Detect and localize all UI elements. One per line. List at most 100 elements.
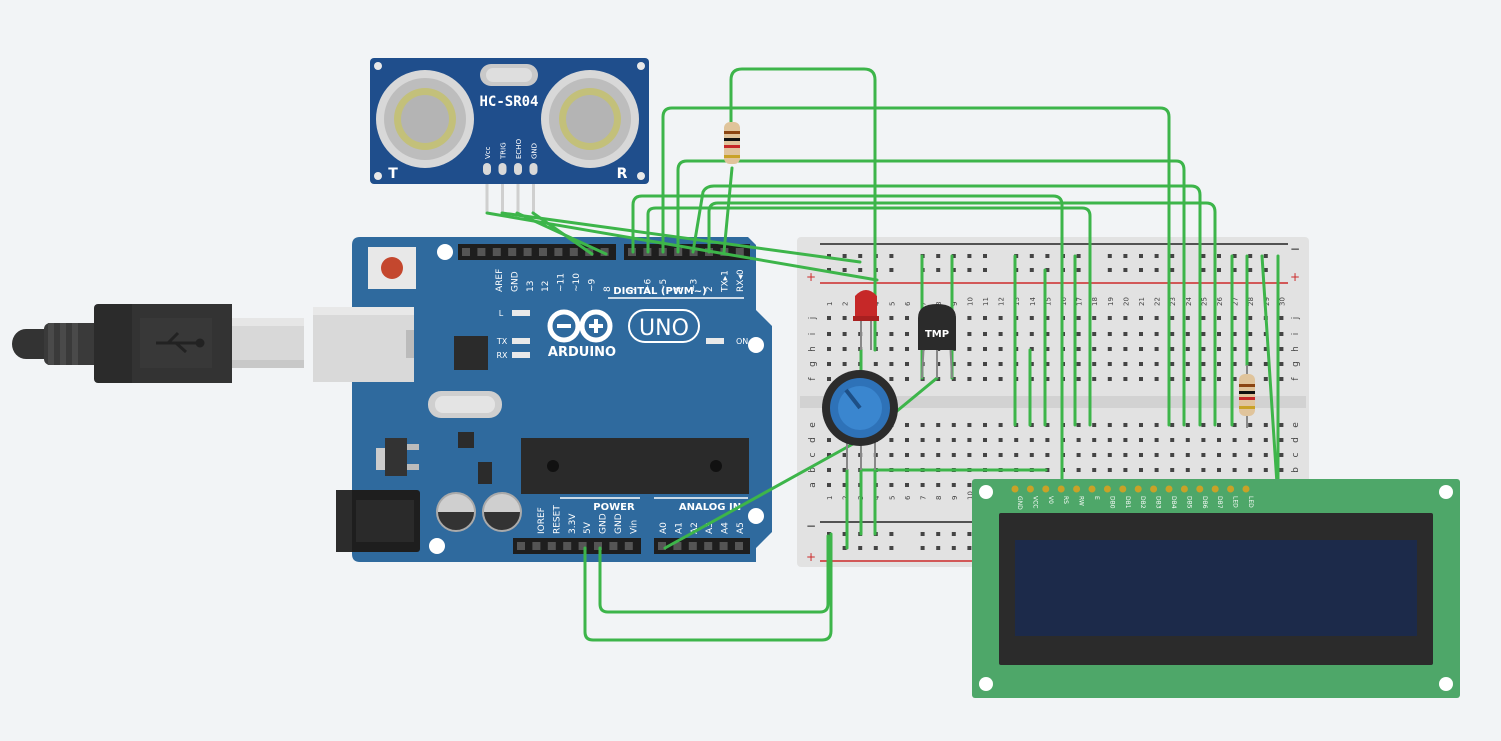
breadboard-hole[interactable] <box>1185 316 1190 320</box>
breadboard-hole[interactable] <box>1123 468 1128 472</box>
breadboard-hole[interactable] <box>889 316 894 320</box>
breadboard-hole[interactable] <box>905 423 909 427</box>
breadboard-hole[interactable] <box>1232 347 1237 351</box>
sensor-pin[interactable] <box>514 163 522 175</box>
wire[interactable] <box>485 211 879 282</box>
header-pin[interactable] <box>523 248 532 256</box>
rail-hole[interactable] <box>858 254 863 258</box>
rail-hole[interactable] <box>967 254 972 258</box>
rail-hole[interactable] <box>936 268 941 272</box>
header-pin[interactable] <box>508 248 517 256</box>
breadboard-hole[interactable] <box>983 453 987 457</box>
breadboard-hole[interactable] <box>951 483 956 487</box>
breadboard-hole[interactable] <box>983 362 987 366</box>
rail-hole[interactable] <box>1029 268 1034 272</box>
rail-hole[interactable] <box>1248 254 1253 258</box>
breadboard-hole[interactable] <box>827 438 831 442</box>
breadboard-hole[interactable] <box>1248 468 1253 472</box>
dc-power-jack[interactable] <box>336 490 420 552</box>
rail-hole[interactable] <box>842 546 847 550</box>
rail-hole[interactable] <box>1154 254 1159 258</box>
rail-hole[interactable] <box>1232 268 1237 272</box>
breadboard-hole[interactable] <box>936 438 941 442</box>
breadboard-hole[interactable] <box>1029 438 1034 442</box>
breadboard-hole[interactable] <box>1076 453 1081 457</box>
rail-hole[interactable] <box>1107 268 1112 272</box>
breadboard-hole[interactable] <box>1107 468 1112 472</box>
breadboard-hole[interactable] <box>1123 316 1128 320</box>
breadboard-hole[interactable] <box>842 483 847 487</box>
header-pin[interactable] <box>688 542 697 550</box>
wire[interactable] <box>729 67 877 352</box>
header-pin[interactable] <box>554 248 563 256</box>
rail-hole[interactable] <box>1154 268 1159 272</box>
breadboard-hole[interactable] <box>951 362 956 366</box>
breadboard-hole[interactable] <box>1076 332 1081 336</box>
wire[interactable] <box>691 184 1202 427</box>
breadboard-hole[interactable] <box>1139 453 1143 457</box>
breadboard-hole[interactable] <box>1201 468 1206 472</box>
usb-port[interactable] <box>313 307 414 382</box>
lcd-pin[interactable] <box>1011 485 1019 493</box>
breadboard-hole[interactable] <box>1248 423 1253 427</box>
lcd-pin[interactable] <box>1150 485 1158 493</box>
breadboard-hole[interactable] <box>983 332 987 336</box>
breadboard-hole[interactable] <box>1279 453 1284 457</box>
header-pin[interactable] <box>719 542 728 550</box>
breadboard-hole[interactable] <box>1263 377 1268 381</box>
breadboard-hole[interactable] <box>1045 423 1050 427</box>
breadboard-hole[interactable] <box>1185 468 1190 472</box>
breadboard-hole[interactable] <box>936 483 941 487</box>
breadboard-hole[interactable] <box>1232 423 1237 427</box>
breadboard-hole[interactable] <box>889 377 894 381</box>
breadboard-hole[interactable] <box>1279 332 1284 336</box>
breadboard-hole[interactable] <box>905 347 909 351</box>
breadboard-hole[interactable] <box>905 362 909 366</box>
breadboard-hole[interactable] <box>936 453 941 457</box>
rail-hole[interactable] <box>1139 254 1143 258</box>
breadboard-hole[interactable] <box>1185 453 1190 457</box>
rail-hole[interactable] <box>951 254 956 258</box>
breadboard-hole[interactable] <box>842 347 847 351</box>
breadboard-hole[interactable] <box>983 316 987 320</box>
breadboard-hole[interactable] <box>889 347 894 351</box>
breadboard-hole[interactable] <box>1123 347 1128 351</box>
breadboard-hole[interactable] <box>920 453 925 457</box>
breadboard-hole[interactable] <box>1107 347 1112 351</box>
resistor-top[interactable] <box>724 122 740 164</box>
breadboard-hole[interactable] <box>1232 438 1237 442</box>
breadboard-hole[interactable] <box>1107 423 1112 427</box>
rail-hole[interactable] <box>1201 268 1206 272</box>
rail-hole[interactable] <box>1248 268 1253 272</box>
breadboard-hole[interactable] <box>967 347 972 351</box>
breadboard-hole[interactable] <box>1263 438 1268 442</box>
breadboard-hole[interactable] <box>1123 423 1128 427</box>
breadboard-hole[interactable] <box>1201 453 1206 457</box>
breadboard-hole[interactable] <box>1014 453 1019 457</box>
breadboard-hole[interactable] <box>1248 316 1253 320</box>
breadboard-hole[interactable] <box>1107 377 1112 381</box>
lcd-pin[interactable] <box>1073 485 1081 493</box>
wire[interactable] <box>500 211 862 264</box>
breadboard-hole[interactable] <box>1279 377 1284 381</box>
lcd-pin[interactable] <box>1165 485 1173 493</box>
wire[interactable] <box>661 106 1171 427</box>
breadboard-hole[interactable] <box>1170 453 1175 457</box>
rail-hole[interactable] <box>983 268 987 272</box>
breadboard-hole[interactable] <box>1154 347 1159 351</box>
sensor-pin[interactable] <box>498 163 507 175</box>
breadboard-hole[interactable] <box>827 316 831 320</box>
rail-hole[interactable] <box>936 532 941 536</box>
breadboard-hole[interactable] <box>827 347 831 351</box>
header-pin[interactable] <box>609 542 618 550</box>
rail-hole[interactable] <box>1217 268 1221 272</box>
breadboard-hole[interactable] <box>889 453 894 457</box>
lcd-pin[interactable] <box>1119 485 1127 493</box>
breadboard-hole[interactable] <box>1092 468 1097 472</box>
rail-hole[interactable] <box>889 254 894 258</box>
breadboard-hole[interactable] <box>1201 347 1206 351</box>
breadboard-hole[interactable] <box>1139 362 1143 366</box>
rail-hole[interactable] <box>967 546 972 550</box>
